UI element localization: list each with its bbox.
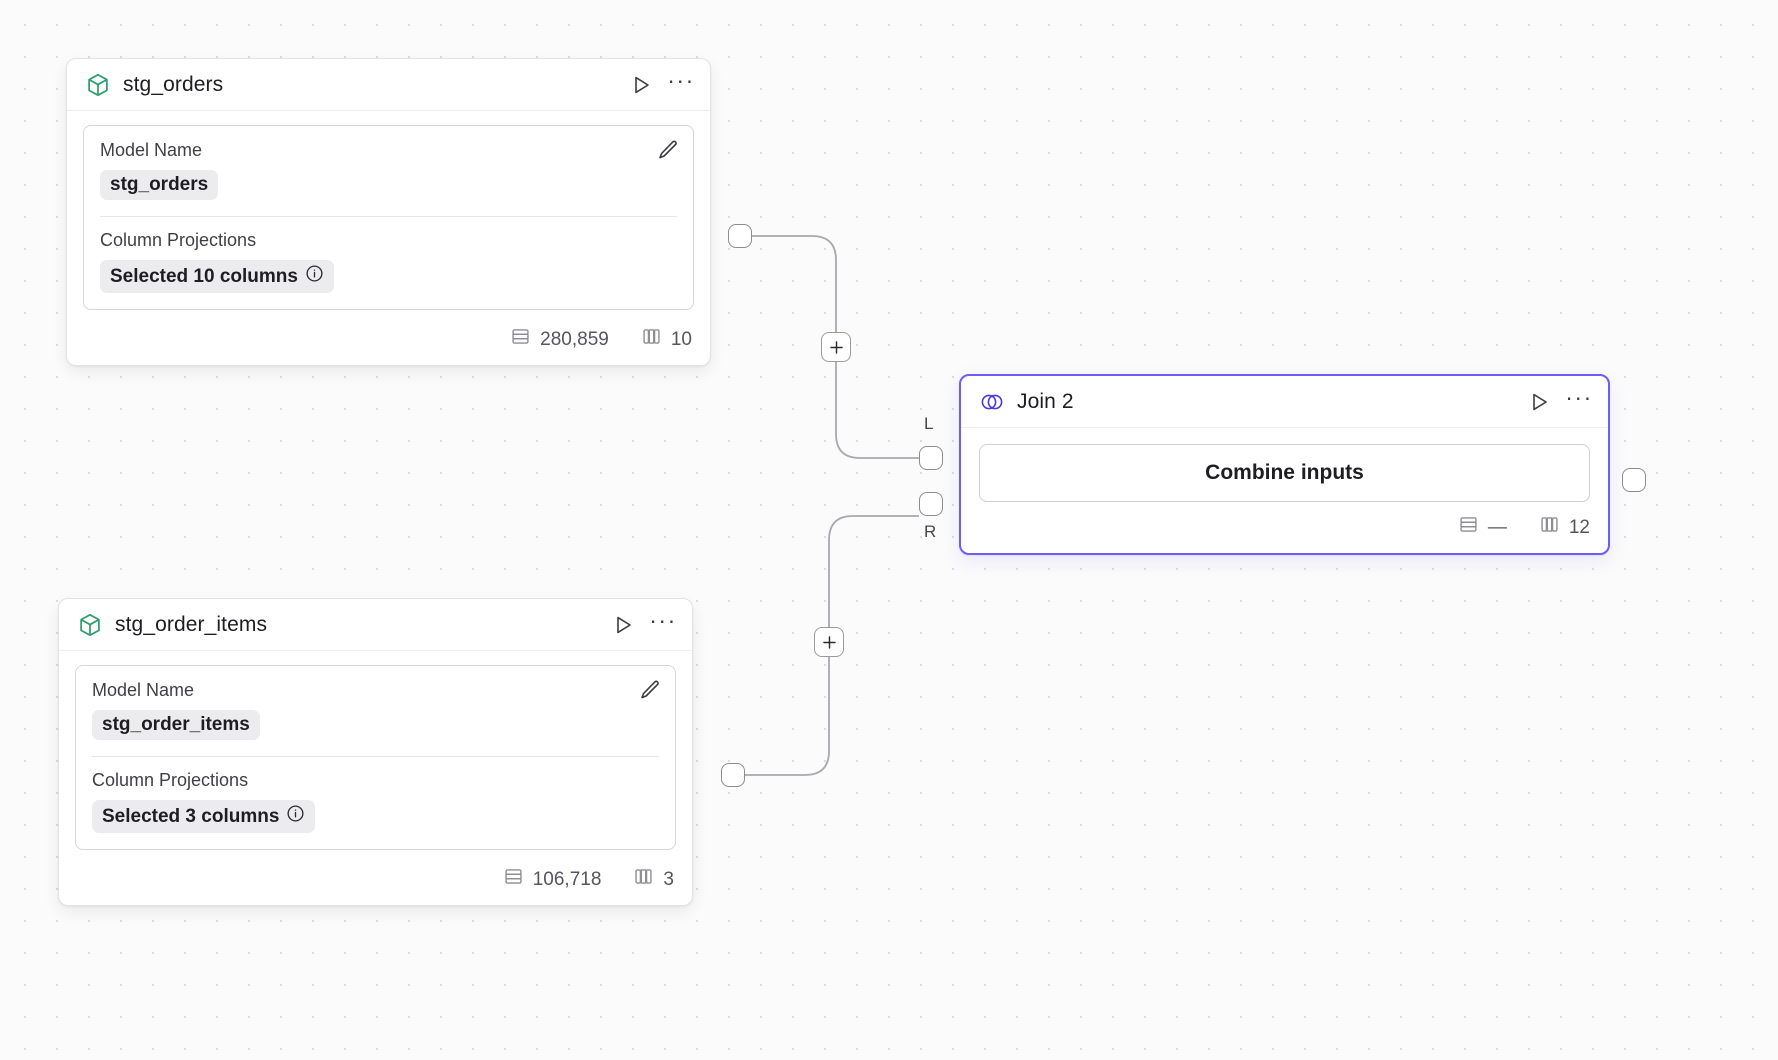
- input-port-r[interactable]: [919, 492, 943, 516]
- play-icon[interactable]: [628, 72, 654, 98]
- column-projections-chip[interactable]: Selected 3 columns: [92, 800, 316, 833]
- add-node-on-edge-top[interactable]: [821, 332, 851, 362]
- rows-icon: [510, 326, 531, 353]
- model-name-chip[interactable]: stg_orders: [100, 170, 219, 200]
- field-label-model-name: Model Name: [92, 680, 195, 700]
- field-label-column-projections: Column Projections: [92, 770, 249, 790]
- node-body: Combine inputs: [961, 428, 1608, 508]
- rows-stat: 280,859: [510, 326, 609, 353]
- more-horizontal-icon[interactable]: ···: [667, 67, 695, 93]
- node-stg-order-items[interactable]: stg_order_items ··· Model Name: [58, 598, 693, 906]
- rows-icon: [1458, 514, 1479, 541]
- rows-value: 106,718: [532, 868, 602, 890]
- rows-stat: —: [1458, 514, 1507, 541]
- pencil-icon[interactable]: [656, 138, 680, 167]
- info-icon[interactable]: [305, 264, 324, 289]
- add-node-on-edge-bottom[interactable]: [814, 627, 844, 657]
- play-icon[interactable]: [1526, 389, 1552, 415]
- rows-stat: 106,718: [503, 866, 602, 893]
- node-title: Join 2: [1017, 389, 1074, 413]
- plus-icon: [822, 635, 836, 649]
- field-label-model-name: Model Name: [100, 140, 203, 160]
- node-footer-stats: 280,859 10: [67, 320, 710, 365]
- panel-divider: [92, 756, 659, 757]
- node-header-actions: ···: [1526, 384, 1593, 415]
- more-horizontal-icon[interactable]: ···: [1565, 384, 1593, 410]
- plus-icon: [829, 340, 843, 354]
- cube-icon: [85, 72, 111, 98]
- columns-stat: 10: [641, 326, 692, 353]
- rows-icon: [503, 866, 524, 893]
- model-name-value: stg_order_items: [102, 714, 250, 735]
- node-header: Join 2 ···: [961, 376, 1608, 428]
- model-config-panel: Model Name stg_orders Column Projections…: [83, 125, 694, 310]
- cube-icon: [77, 612, 103, 638]
- node-header: stg_orders ···: [67, 59, 710, 111]
- node-footer-stats: — 12: [961, 508, 1608, 553]
- node-title: stg_orders: [123, 72, 224, 96]
- column-projections-value: Selected 3 columns: [102, 805, 280, 827]
- columns-icon: [633, 866, 654, 893]
- model-name-chip[interactable]: stg_order_items: [92, 710, 260, 740]
- field-label-column-projections: Column Projections: [100, 230, 257, 250]
- columns-icon: [1539, 514, 1560, 541]
- columns-value: 3: [663, 868, 674, 890]
- node-body: Model Name stg_orders Column Projections…: [67, 111, 710, 320]
- model-name-value: stg_orders: [110, 174, 209, 195]
- column-projections-chip[interactable]: Selected 10 columns: [100, 260, 334, 293]
- node-header-actions: ···: [610, 607, 677, 638]
- columns-value: 10: [670, 328, 692, 350]
- model-config-panel: Model Name stg_order_items Column Projec…: [75, 665, 676, 850]
- more-horizontal-icon[interactable]: ···: [649, 607, 677, 633]
- output-port-stg-orders[interactable]: [728, 224, 752, 248]
- node-join-2[interactable]: Join 2 ··· Combine inputs: [959, 374, 1610, 555]
- input-port-label-r: R: [924, 522, 937, 541]
- columns-stat: 3: [633, 866, 674, 893]
- pencil-icon[interactable]: [638, 678, 662, 707]
- combine-inputs-button[interactable]: Combine inputs: [979, 444, 1590, 502]
- rows-value: 280,859: [540, 328, 609, 350]
- play-icon[interactable]: [610, 612, 636, 638]
- input-port-label-l: L: [924, 414, 934, 433]
- rows-value: —: [1487, 516, 1507, 538]
- node-stg-orders[interactable]: stg_orders ··· Model Name s: [66, 58, 711, 366]
- venn-join-icon: [979, 389, 1005, 415]
- columns-stat: 12: [1539, 514, 1590, 541]
- columns-icon: [641, 326, 662, 353]
- node-header-actions: ···: [628, 67, 695, 98]
- node-title: stg_order_items: [115, 612, 268, 636]
- node-footer-stats: 106,718 3: [59, 860, 692, 905]
- node-header: stg_order_items ···: [59, 599, 692, 651]
- output-port-join-2[interactable]: [1622, 468, 1646, 492]
- info-icon[interactable]: [286, 804, 305, 829]
- input-port-l[interactable]: [919, 446, 943, 470]
- columns-value: 12: [1568, 516, 1590, 538]
- column-projections-value: Selected 10 columns: [110, 265, 298, 287]
- node-body: Model Name stg_order_items Column Projec…: [59, 651, 692, 860]
- panel-divider: [100, 216, 677, 217]
- output-port-stg-order-items[interactable]: [721, 763, 745, 787]
- combine-inputs-label: Combine inputs: [1205, 461, 1364, 484]
